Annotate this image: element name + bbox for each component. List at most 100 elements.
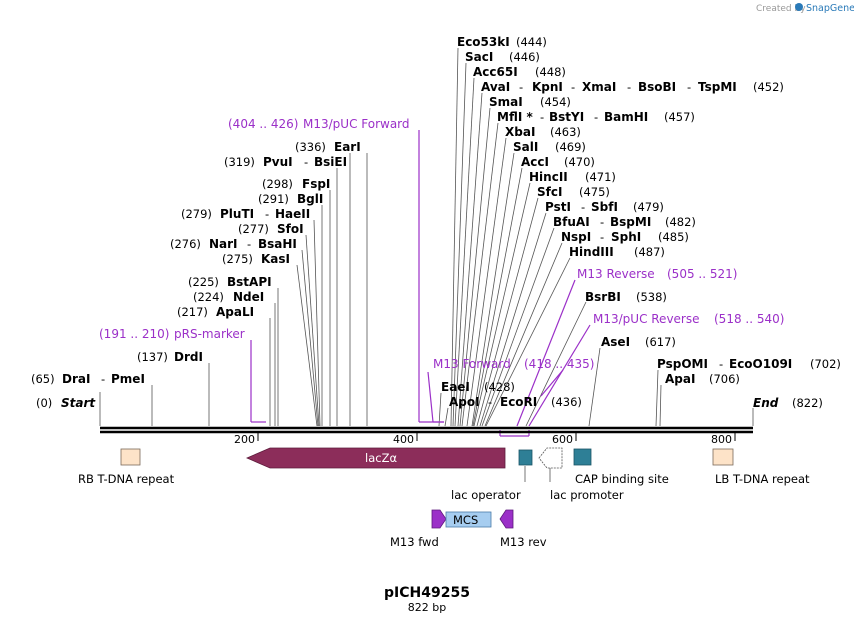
primer-m13puc-reverse[interactable]: M13/pUC Reverse: [593, 312, 700, 326]
site-mfli-position[interactable]: (457): [664, 110, 695, 124]
site-bfuai-position[interactable]: (482): [665, 215, 696, 229]
rb-tdna-repeat-feature[interactable]: [120, 448, 141, 466]
cap-binding-site-feature[interactable]: [573, 448, 592, 466]
site-asei[interactable]: AseI: [601, 335, 630, 349]
site-bstapi[interactable]: BstAPI: [227, 275, 272, 289]
site-bsobi[interactable]: BsoBI: [638, 80, 676, 94]
site-xmai[interactable]: XmaI: [582, 80, 616, 94]
site-bstapi-position[interactable]: (225): [188, 275, 219, 289]
lac-operator-feature[interactable]: [518, 449, 533, 466]
site-psti-position[interactable]: (479): [633, 200, 664, 214]
site-hincii-position[interactable]: (471): [585, 170, 616, 184]
site-sfoi-position[interactable]: (277): [238, 222, 269, 236]
site-eaei-position[interactable]: (428): [484, 380, 515, 394]
site-bsahi[interactable]: BsaHI: [258, 237, 297, 251]
site-pspomi[interactable]: PspOMI: [657, 357, 708, 371]
site-kasi[interactable]: KasI: [261, 252, 290, 266]
primer-m13puc-forward[interactable]: M13/pUC Forward: [303, 117, 410, 131]
site-sfci[interactable]: SfcI: [537, 185, 562, 199]
mcs-feature[interactable]: [445, 511, 492, 528]
site-saci-position[interactable]: (446): [509, 50, 540, 64]
site-bgli-position[interactable]: (291): [258, 192, 289, 206]
site-avai[interactable]: AvaI: [481, 80, 510, 94]
site-hindiii[interactable]: HindIII: [569, 245, 614, 259]
primer-m13puc-forward-range[interactable]: (404 .. 426): [228, 117, 298, 131]
site-drdi[interactable]: DrdI: [174, 350, 203, 364]
primer-m13-forward-range[interactable]: (418 .. 435): [524, 357, 594, 371]
site-bspmi[interactable]: BspMI: [610, 215, 651, 229]
site-kasi-position[interactable]: (275): [222, 252, 253, 266]
site-eari[interactable]: EarI: [334, 140, 361, 154]
lacz-alpha-feature[interactable]: [245, 447, 506, 469]
site-pmei[interactable]: PmeI: [111, 372, 145, 386]
site-apai[interactable]: ApaI: [665, 372, 695, 386]
site-smai-position[interactable]: (454): [540, 95, 571, 109]
site-nari-position[interactable]: (276): [170, 237, 201, 251]
lb-tdna-repeat-feature[interactable]: [712, 448, 734, 466]
site-pspomi-position[interactable]: (702): [810, 357, 841, 371]
m13-fwd-primer-arrow[interactable]: [431, 509, 447, 529]
site-psti[interactable]: PstI: [545, 200, 571, 214]
site-acci[interactable]: AccI: [521, 155, 549, 169]
site-ecoo109i[interactable]: EcoO109I: [729, 357, 792, 371]
site-bamhi[interactable]: BamHI: [604, 110, 648, 124]
primer-m13-forward[interactable]: M13 Forward: [433, 357, 511, 371]
site-pvui-position[interactable]: (319): [224, 155, 255, 169]
site-nspi[interactable]: NspI: [561, 230, 591, 244]
site-tspmi[interactable]: TspMI: [698, 80, 737, 94]
site-pluti[interactable]: PluTI: [220, 207, 254, 221]
site-sbfi[interactable]: SbfI: [591, 200, 618, 214]
site-pluti-position[interactable]: (279): [181, 207, 212, 221]
site-eaei[interactable]: EaeI: [441, 380, 470, 394]
site-eco53ki[interactable]: Eco53kI: [457, 35, 510, 49]
site-avai-position[interactable]: (452): [753, 80, 784, 94]
site-hindiii-position[interactable]: (487): [634, 245, 665, 259]
primer-prs-range[interactable]: (191 .. 210): [99, 327, 169, 341]
site-bsrbi-position[interactable]: (538): [636, 290, 667, 304]
m13-rev-primer-arrow[interactable]: [499, 509, 514, 529]
site-fspi[interactable]: FspI: [302, 177, 330, 191]
site-fspi-position[interactable]: (298): [262, 177, 293, 191]
primer-m13puc-reverse-range[interactable]: (518 .. 540): [714, 312, 784, 326]
site-asei-position[interactable]: (617): [645, 335, 676, 349]
site-eco53ki-position[interactable]: (444): [516, 35, 547, 49]
site-bfuai[interactable]: BfuAI: [553, 215, 590, 229]
site-ecori[interactable]: EcoRI: [500, 395, 537, 409]
site-sali-position[interactable]: (469): [555, 140, 586, 154]
site-drai-position[interactable]: (65): [31, 372, 55, 386]
site-bstyi[interactable]: BstYI: [549, 110, 584, 124]
site-saci[interactable]: SacI: [465, 50, 493, 64]
primer-m13-reverse-range[interactable]: (505 .. 521): [667, 267, 737, 281]
site-nspi-position[interactable]: (485): [658, 230, 689, 244]
site-eari-position[interactable]: (336): [295, 140, 326, 154]
site-bsiei[interactable]: BsiEI: [314, 155, 347, 169]
site-kpni[interactable]: KpnI: [532, 80, 563, 94]
site-acci-position[interactable]: (470): [564, 155, 595, 169]
site-acc65i-position[interactable]: (448): [535, 65, 566, 79]
site-xbai[interactable]: XbaI: [505, 125, 535, 139]
site-haeii[interactable]: HaeII: [275, 207, 310, 221]
site-apali-position[interactable]: (217): [177, 305, 208, 319]
site-sfci-position[interactable]: (475): [579, 185, 610, 199]
site-apai-position[interactable]: (706): [709, 372, 740, 386]
site-apoi[interactable]: ApoI: [449, 395, 480, 409]
site-pvui[interactable]: PvuI: [263, 155, 293, 169]
site-ndei-position[interactable]: (224): [193, 290, 224, 304]
site-apali[interactable]: ApaLI: [216, 305, 254, 319]
site-sphi[interactable]: SphI: [611, 230, 641, 244]
site-nari[interactable]: NarI: [209, 237, 238, 251]
site-acc65i[interactable]: Acc65I: [473, 65, 518, 79]
site-apoi-position[interactable]: (436): [551, 395, 582, 409]
site-drdi-position[interactable]: (137): [137, 350, 168, 364]
primer-m13-reverse[interactable]: M13 Reverse: [577, 267, 655, 281]
site-hincii[interactable]: HincII: [529, 170, 568, 184]
site-bgli[interactable]: BglI: [297, 192, 323, 206]
site-ndei[interactable]: NdeI: [233, 290, 264, 304]
site-sali[interactable]: SalI: [513, 140, 538, 154]
site-smai[interactable]: SmaI: [489, 95, 523, 109]
site-bsrbi[interactable]: BsrBI: [585, 290, 621, 304]
site-mfli[interactable]: MflI *: [497, 110, 533, 124]
site-drai[interactable]: DraI: [62, 372, 90, 386]
site-sfoi[interactable]: SfoI: [277, 222, 304, 236]
site-xbai-position[interactable]: (463): [550, 125, 581, 139]
